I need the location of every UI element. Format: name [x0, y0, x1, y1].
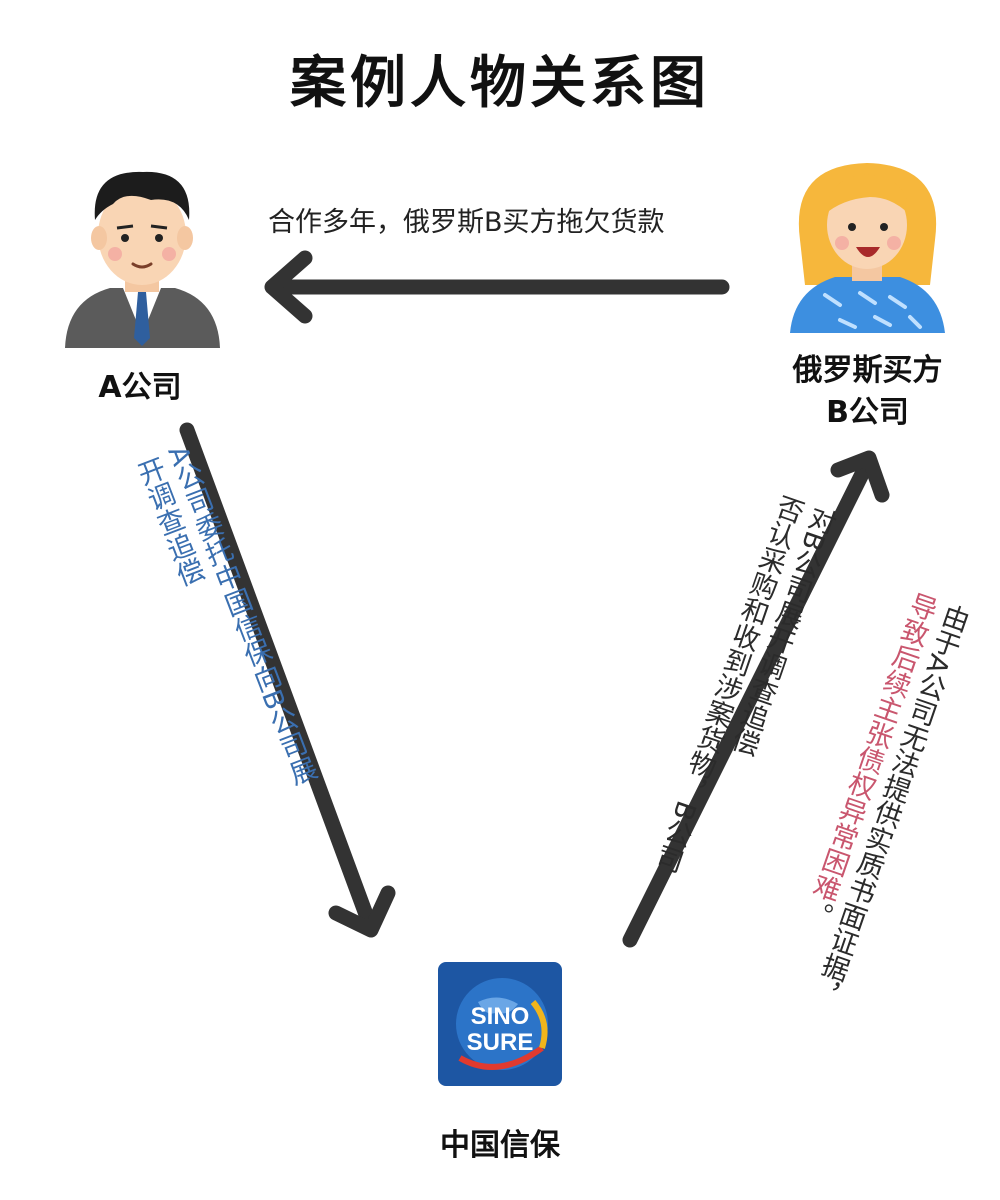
- businessman-avatar: [65, 171, 220, 348]
- buyer-label-line1: 俄罗斯买方: [792, 353, 943, 388]
- logo-text-line2: SURE: [466, 1029, 534, 1056]
- arrow-buyer-to-a-head: [264, 250, 313, 324]
- page-title: 案例人物关系图: [290, 50, 710, 116]
- sinosure-label: 中国信保: [440, 1128, 560, 1163]
- arrow-sinosure-to-buyer: [622, 454, 876, 948]
- woman-avatar: [790, 163, 945, 333]
- a-company-label: A公司: [98, 370, 182, 405]
- arrow-a-to-sinosure-head: [328, 885, 396, 938]
- top-edge-label: 合作多年，俄罗斯B买方拖欠货款: [268, 207, 665, 238]
- logo-text-line1: SINO: [470, 1003, 530, 1030]
- globe-icon: [456, 978, 548, 1070]
- buyer-label-line2: B公司: [826, 395, 909, 430]
- arrow-sinosure-to-buyer-head: [830, 450, 890, 503]
- sinosure-logo: SINO SURE: [438, 962, 562, 1086]
- buyer-label: 俄罗斯买方 B公司: [760, 350, 975, 434]
- arrow-a-to-sinosure: [179, 422, 379, 936]
